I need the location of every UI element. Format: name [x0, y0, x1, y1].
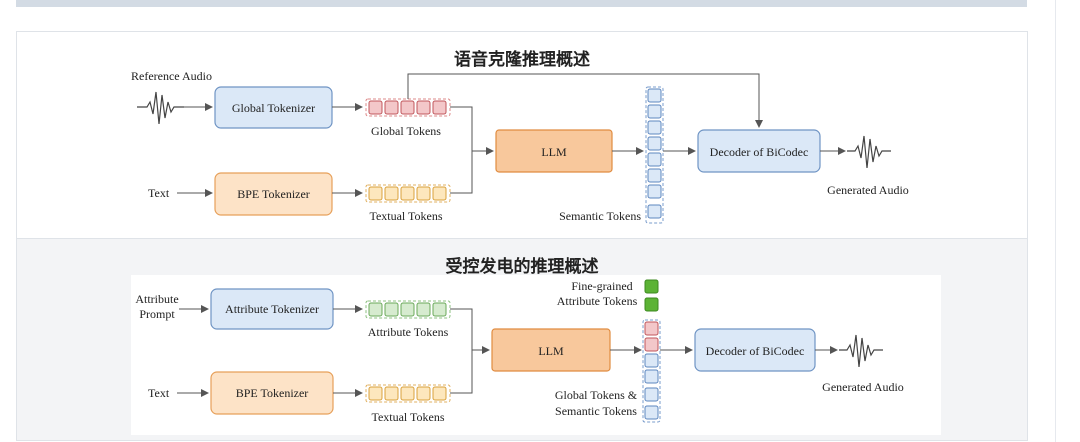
attribute-token-row [368, 302, 447, 317]
generated-audio-label: Generated Audio [827, 183, 909, 197]
generated-audio-label-2: Generated Audio [822, 380, 904, 394]
llm-label-2: LLM [538, 344, 564, 358]
global-tokens-label: Global Tokens [371, 124, 441, 138]
global-token-row [368, 100, 447, 115]
controlled-generation-panel: 受控发电的推理概述 Attribute Prompt Attribute Tok… [16, 238, 1028, 441]
top-bar [16, 0, 1027, 7]
textual-tokens-group [365, 184, 451, 203]
fine-grained-label-line1: Fine-grained [571, 279, 632, 293]
attribute-prompt-label-line1: Attribute [135, 292, 178, 306]
attribute-tokens-label: Attribute Tokens [368, 325, 449, 339]
attribute-prompt-label-line2: Prompt [139, 307, 175, 321]
reference-audio-label: Reference Audio [131, 69, 212, 83]
attribute-tokenizer-label: Attribute Tokenizer [225, 302, 319, 316]
voice-clone-panel: 语音克隆推理概述 Reference Audio Global Tokenize… [16, 31, 1028, 239]
global-semantic-label-line1: Global Tokens & [555, 388, 638, 402]
bpe-tokenizer-label-2: BPE Tokenizer [236, 386, 309, 400]
textual-tokens-label-2: Textual Tokens [371, 410, 444, 424]
fine-grained-label-line2: Attribute Tokens [557, 294, 638, 308]
voice-clone-title: 语音克隆推理概述 [454, 50, 590, 70]
semantic-token-column [647, 88, 662, 219]
semantic-tokens-group [645, 86, 664, 224]
controlled-generation-title: 受控发电的推理概述 [445, 257, 599, 277]
controlled-generation-diagram: Attribute Prompt Attribute Tokenizer Att… [135, 279, 904, 424]
global-semantic-token-column [644, 321, 659, 420]
voice-clone-diagram: Reference Audio Global Tokenizer Global … [131, 69, 909, 224]
bpe-tokenizer-label: BPE Tokenizer [237, 187, 310, 201]
text-label: Text [148, 186, 170, 200]
textual-tokens-label: Textual Tokens [369, 209, 442, 223]
global-semantic-tokens-group [642, 319, 661, 423]
decoder-label-2: Decoder of BiCodec [706, 344, 805, 358]
global-semantic-label-line2: Semantic Tokens [555, 404, 637, 418]
llm-label: LLM [541, 145, 567, 159]
bpe-tokenizer-box [214, 172, 333, 216]
text-label-2: Text [148, 386, 170, 400]
global-tokenizer-label: Global Tokenizer [232, 101, 315, 115]
textual-token-row-2 [368, 386, 447, 401]
decoder-label: Decoder of BiCodec [710, 145, 809, 159]
attribute-tokens-group [365, 300, 451, 319]
scrollbar-track[interactable] [1055, 0, 1056, 442]
reference-waveform-icon [137, 91, 184, 125]
textual-tokens-group-2 [365, 384, 451, 403]
generated-waveform-icon-2 [839, 334, 883, 368]
textual-token-row [368, 186, 447, 201]
semantic-tokens-label: Semantic Tokens [559, 209, 641, 223]
fine-grained-token-column [644, 279, 659, 312]
generated-waveform-icon [847, 135, 891, 169]
